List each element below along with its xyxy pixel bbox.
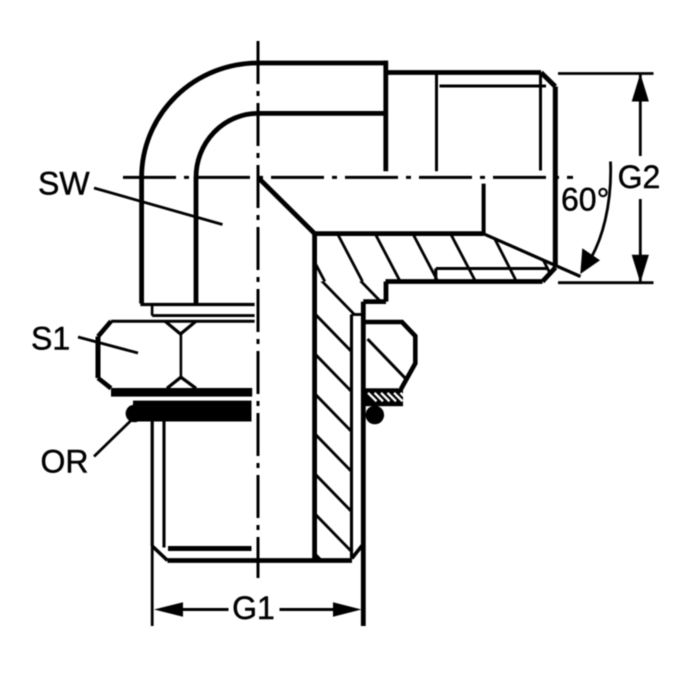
svg-text:G1: G1: [232, 590, 275, 626]
svg-text:S1: S1: [31, 321, 70, 357]
svg-text:SW: SW: [38, 166, 90, 202]
svg-text:OR: OR: [41, 444, 89, 480]
svg-text:60°: 60°: [561, 182, 609, 218]
svg-text:G2: G2: [618, 159, 661, 195]
